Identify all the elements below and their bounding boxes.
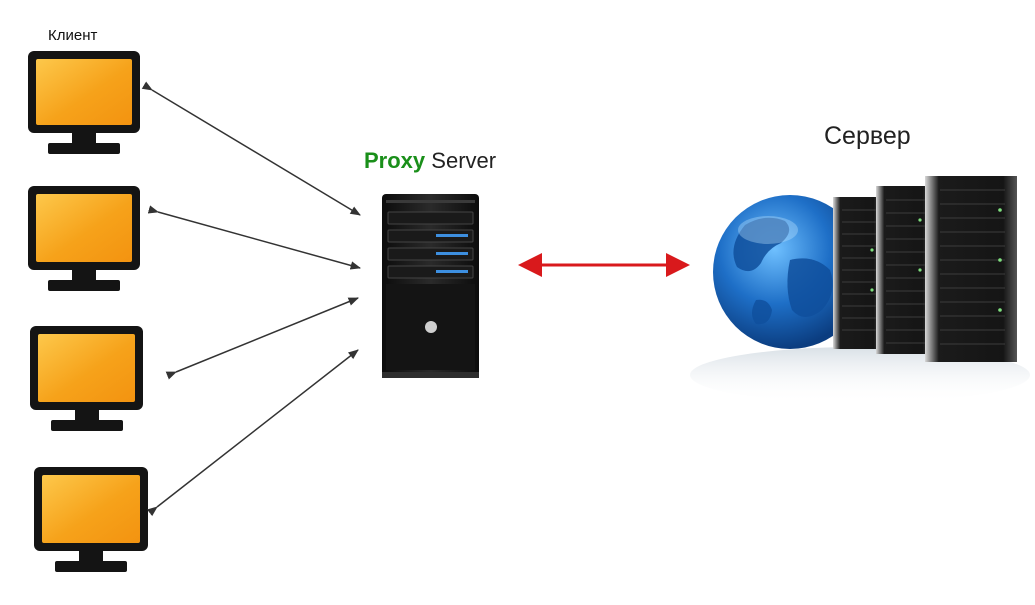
proxy-server-label: Proxy Server [364,148,496,174]
proxy-label-accent: Proxy [364,148,426,173]
monitor-neck [72,270,96,280]
monitor-screen [42,475,140,543]
connector-client-3 [165,297,359,380]
led-blue [436,252,468,255]
monitor-neck [75,410,99,420]
globe-icon [713,195,867,349]
client-proxy-connectors [141,81,362,517]
monitor-base [48,143,120,154]
monitor-base [55,561,127,572]
connector-client-1 [141,81,361,216]
led-blue [436,234,468,237]
server-rack-icon [833,176,1017,362]
client-2 [28,186,140,291]
double-arrow-icon [518,253,690,277]
rack-1 [833,197,881,349]
proxy-server-icon [382,194,479,378]
monitor-screen [36,194,132,262]
monitor-screen [38,334,135,402]
proxy-label-rest: Server [431,148,497,173]
led-blue [436,270,468,273]
client-4 [34,467,148,572]
connector-client-4 [146,349,359,517]
connector-client-2 [147,205,362,270]
server-label: Сервер [824,122,911,150]
rack-3 [925,176,1017,362]
client-1 [28,51,140,154]
monitor-neck [72,133,96,143]
monitor-base [51,420,123,431]
power-button-icon [425,321,437,333]
client-label: Клиент [48,27,98,44]
monitor-neck [79,551,103,561]
monitor-base [48,280,120,291]
client-3 [30,326,143,431]
monitor-screen [36,59,132,125]
rack-2 [876,186,931,354]
